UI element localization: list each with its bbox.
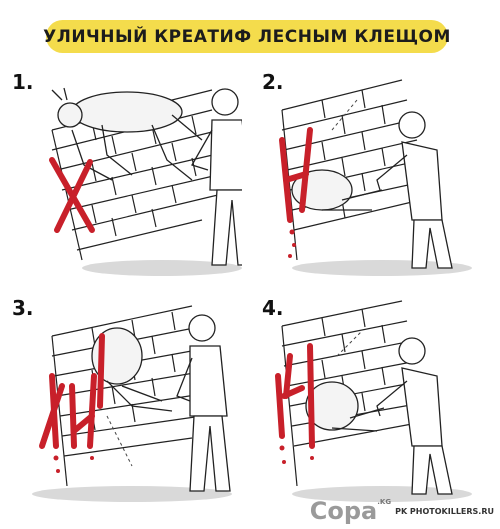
panel-4-drawing	[275, 300, 472, 502]
footer-watermark: Copa.KG PK PHOTOKILLERS.RU	[309, 497, 494, 525]
title-banner: УЛИЧНЫЙ КРЕАТИФ ЛЕСНЫМ КЛЕЩОМ	[43, 20, 451, 53]
panel-1-drawing	[49, 87, 242, 276]
copa-logo-text: Copa	[309, 497, 378, 525]
photokillers-credit: PK PHOTOKILLERS.RU	[395, 506, 494, 516]
panel-1-number: 1.	[12, 70, 34, 94]
comic-panel-3: 3.	[12, 296, 242, 506]
panel-2-number: 2.	[262, 70, 284, 94]
comic-panel-1: 1.	[12, 70, 242, 280]
copa-logo-suffix: .KG	[377, 498, 392, 506]
panel-2-drawing	[279, 79, 472, 276]
panel-4-number: 4.	[262, 296, 284, 320]
title-text: УЛИЧНЫЙ КРЕАТИФ ЛЕСНЫМ КЛЕЩОМ	[43, 26, 451, 47]
comic-panel-2: 2.	[262, 70, 492, 280]
comic-panel-4: 4.	[262, 296, 492, 506]
copa-logo: Copa.KG	[309, 497, 392, 525]
panel-3-drawing	[32, 305, 232, 502]
panel-3-number: 3.	[12, 296, 34, 320]
